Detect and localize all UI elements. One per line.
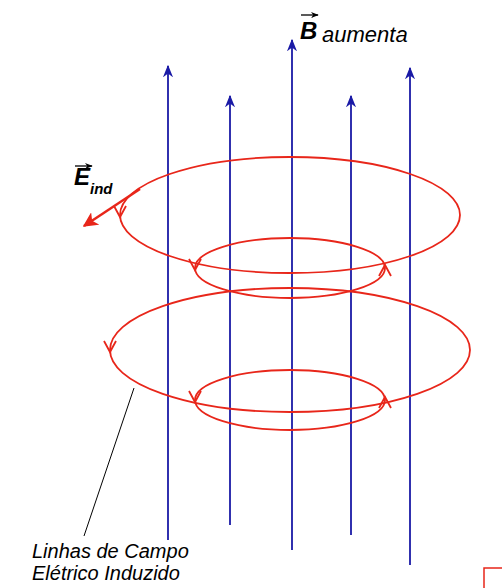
field-loop xyxy=(120,157,460,273)
field-note: aumenta xyxy=(322,23,408,47)
electric-field-loops xyxy=(104,157,470,430)
corner-box xyxy=(484,568,502,588)
loop-arrow xyxy=(379,265,391,276)
loop-arrow xyxy=(104,341,116,352)
loop-arrow xyxy=(189,259,201,270)
field-line xyxy=(409,68,411,565)
vector-symbol: E xyxy=(74,164,90,190)
subscript: ind xyxy=(90,181,113,198)
field-loop xyxy=(195,370,385,430)
field-line xyxy=(291,40,293,550)
field-loop xyxy=(110,288,470,412)
magnetic-field-lines xyxy=(168,40,410,565)
loop-arrow xyxy=(189,391,201,402)
loop-arrow xyxy=(379,397,391,408)
callout-label: Linhas de Campo Elétrico Induzido xyxy=(32,540,232,584)
field-line xyxy=(167,66,169,540)
field-line xyxy=(350,96,352,535)
vector-sign xyxy=(301,14,318,15)
field-loop xyxy=(195,238,385,298)
loop-arrow xyxy=(114,206,126,217)
leader-line xyxy=(84,388,134,536)
vector-symbol: B xyxy=(300,18,317,44)
